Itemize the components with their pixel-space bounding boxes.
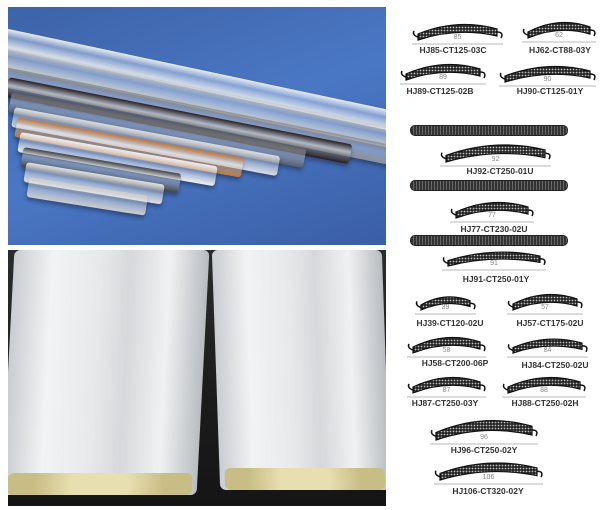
- slat-profile-drawing: [499, 65, 596, 87]
- slat-profile-drawing: [502, 376, 586, 398]
- profile-model-label: HJ88-CT250-02H: [511, 398, 579, 408]
- profile-model-label: HJ62-CT88-03Y: [529, 45, 591, 55]
- profile-model-label: HJ90-CT125-01Y: [516, 86, 584, 96]
- profile-width-dimension: 39: [441, 304, 450, 311]
- profile-width-dimension: 88: [540, 387, 548, 394]
- slat-profile-drawing: [507, 338, 588, 358]
- profile-width-dimension: 96: [480, 434, 488, 441]
- profile-model-label: HJ58-CT200-06P: [421, 358, 489, 368]
- profile-model-label: HJ87-CT250-03Y: [411, 398, 479, 408]
- profile-model-label: HJ39-CT120-02U: [416, 318, 484, 328]
- slat-profile-drawing: [407, 336, 486, 358]
- profile-width-dimension: 84: [543, 347, 552, 354]
- profile-width-dimension: 62: [555, 32, 563, 39]
- slat-profile-drawing: [407, 376, 486, 398]
- profile-width-dimension: 106: [482, 474, 495, 481]
- interlocked-slat-strip: [410, 235, 568, 246]
- colored-slats-photo: [8, 7, 386, 245]
- interlocked-slat-strip: [410, 180, 568, 191]
- profile-width-dimension: 92: [491, 156, 500, 163]
- profile-width-dimension: 77: [488, 212, 496, 219]
- profile-model-label: HJ89-CT125-02B: [406, 86, 474, 96]
- slat-profile-drawing: [415, 296, 476, 315]
- profile-model-label: HJ92-CT250-01U: [466, 166, 534, 176]
- profile-model-label: HJ91-CT250-01Y: [462, 274, 530, 284]
- slat-profile-drawing: [450, 201, 534, 223]
- slat-profile-drawing: [400, 63, 486, 85]
- profile-model-label: HJ57-CT175-02U: [516, 318, 584, 328]
- interlocked-slat-strip: [410, 125, 568, 136]
- slat-profile-drawing: [442, 251, 546, 271]
- profile-width-dimension: 87: [442, 387, 451, 394]
- profile-width-dimension: 57: [541, 304, 549, 311]
- slat-profile-drawing: [522, 21, 596, 43]
- profile-width-dimension: 91: [490, 260, 498, 267]
- profile-width-dimension: 89: [439, 74, 447, 81]
- profile-model-label: HJ84-CT250-02U: [521, 360, 589, 370]
- slat-profile-drawing: [430, 420, 538, 445]
- profile-width-dimension: 90: [543, 76, 552, 83]
- slat-profile-drawing: [434, 462, 543, 485]
- white-slat-right: [211, 250, 386, 490]
- profile-model-label: HJ106-CT320-02Y: [452, 486, 524, 496]
- profile-width-dimension: 58: [442, 347, 451, 354]
- slat-profile-drawing: [412, 23, 503, 45]
- profile-model-label: HJ85-CT125-03C: [419, 45, 487, 55]
- slat-profile-drawing: [507, 293, 583, 315]
- white-slat-left: [8, 250, 210, 495]
- profile-model-label: HJ96-CT250-02Y: [450, 445, 518, 455]
- profile-width-dimension: 85: [453, 34, 462, 41]
- profile-model-label: HJ77-CT230-02U: [460, 224, 528, 234]
- foam-slats-photo: [8, 250, 386, 506]
- slat-profile-drawing: [440, 144, 551, 167]
